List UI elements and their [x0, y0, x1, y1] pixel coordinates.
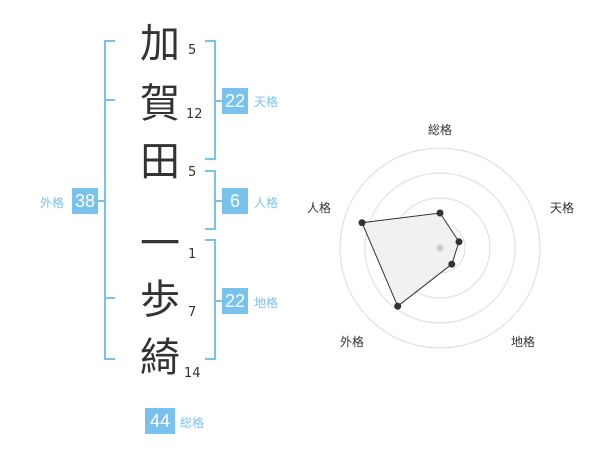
stroke-count-5: 7 — [188, 305, 197, 320]
radar-point — [394, 302, 402, 310]
radar-ring — [339, 147, 541, 349]
jinkaku-value: 6 — [222, 188, 248, 214]
jinkaku-label: 人格 — [254, 196, 279, 210]
name-char-1: 加 — [140, 21, 180, 67]
soukaku-value: 44 — [145, 408, 175, 434]
radar-label-chikaku: 地格 — [511, 335, 536, 349]
soukaku-label: 総格 — [180, 416, 205, 430]
jinkaku-bracket — [205, 170, 216, 230]
name-char-5: 歩 — [140, 277, 180, 323]
chikaku-bracket — [205, 239, 216, 360]
radar-point — [358, 219, 366, 227]
name-char-2: 賀 — [140, 81, 180, 127]
chikaku-label: 地格 — [254, 296, 279, 310]
radar-label-jinkaku: 人格 — [307, 201, 332, 215]
gaikaku-label: 外格 — [40, 196, 65, 210]
radar-chart — [339, 147, 541, 349]
name-char-6: 綺 — [140, 335, 180, 381]
stroke-count-6: 14 — [184, 366, 201, 381]
radar-label-gaikaku: 外格 — [340, 335, 365, 349]
tenkaku-value: 22 — [222, 88, 248, 114]
stroke-count-3: 5 — [188, 165, 197, 180]
radar-point — [436, 209, 444, 217]
radar-label-tenkaku: 天格 — [550, 201, 575, 215]
name-char-3: 田 — [140, 139, 180, 185]
name-char-4: 一 — [140, 221, 180, 267]
stroke-count-1: 5 — [188, 43, 197, 58]
radar-label-soukaku: 総格 — [428, 123, 453, 137]
radar-point — [448, 260, 456, 268]
radar-center-dot — [436, 244, 444, 252]
gaikaku-bracket — [104, 40, 115, 360]
tenkaku-bracket — [205, 40, 216, 160]
gaikaku-value: 38 — [72, 188, 98, 214]
tenkaku-label: 天格 — [254, 95, 279, 109]
radar-polygon — [361, 212, 460, 307]
stroke-count-2: 12 — [186, 107, 203, 122]
radar-point — [455, 238, 463, 246]
stroke-count-4: 1 — [188, 247, 197, 262]
radar-ring — [364, 172, 516, 324]
chikaku-value: 22 — [222, 288, 248, 314]
